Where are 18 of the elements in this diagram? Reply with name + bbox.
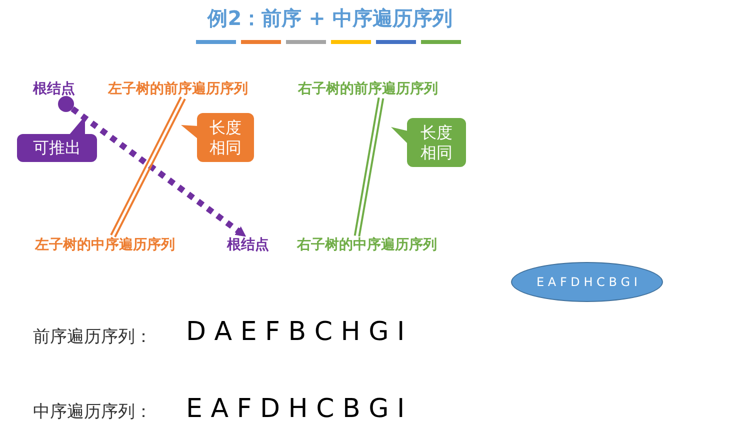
node-label: 根结点 [33, 80, 75, 98]
row-label: 中序遍历序列： [33, 401, 152, 423]
sequence-text: E A F D H C B G I [186, 393, 405, 425]
bubble-text: 长度相同 [420, 122, 452, 162]
double-line [110, 96, 186, 238]
node-label: 右子树的前序遍历序列 [298, 80, 438, 98]
sequence-text: D A E F B C H G I [186, 316, 405, 348]
row-label: 前序遍历序列： [33, 326, 152, 348]
node-label: 根结点 [227, 236, 269, 254]
title: 例2：前序 + 中序遍历序列 [206, 5, 454, 31]
node-label: 左子树的中序遍历序列 [35, 236, 175, 254]
bubble-text: 可推出 [33, 138, 81, 158]
sequence-text: E A F D H C B G I [536, 274, 638, 291]
node-label: 右子树的中序遍历序列 [297, 236, 437, 254]
dotted-arrow [70, 106, 247, 238]
double-line [354, 96, 384, 238]
bubble-text: 长度相同 [210, 118, 242, 158]
node-label: 左子树的前序遍历序列 [108, 80, 248, 98]
